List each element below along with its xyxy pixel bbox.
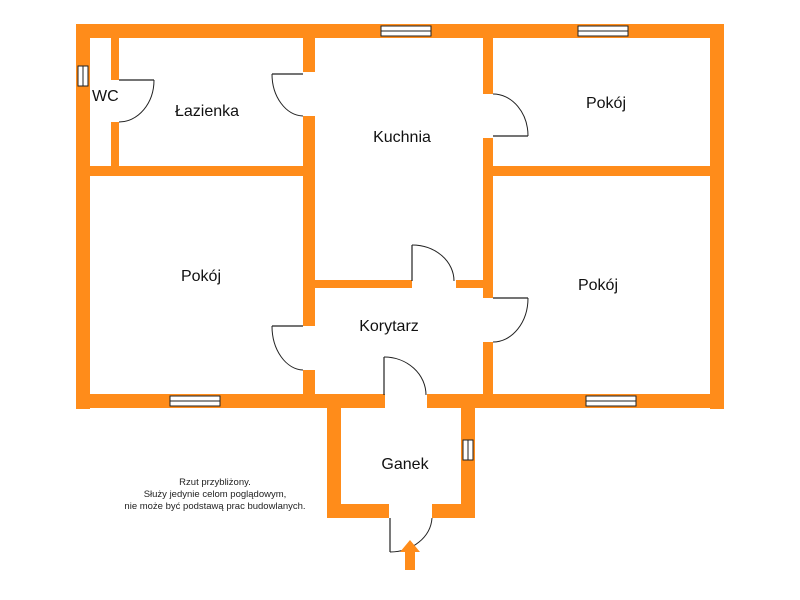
disclaimer-note: Rzut przybliżony. Służy jedynie celom po…: [90, 477, 340, 513]
door-right-room: [492, 297, 529, 343]
door-openings: [110, 72, 494, 370]
door-porch: [383, 356, 427, 396]
porch-walls: [327, 408, 475, 518]
porch-wall-right: [461, 408, 475, 518]
wall-bath-room-horizontal: [90, 166, 308, 176]
door-gap-right-room: [482, 298, 494, 342]
disclaimer-line-1: Rzut przybliżony.: [179, 477, 251, 488]
disclaimer-line-3: nie może być podstawą prac budowlanych.: [124, 501, 306, 512]
door-wc: [118, 79, 155, 123]
window-room-left-bottom: [169, 395, 221, 407]
door-entrance: [389, 517, 433, 553]
outer-walls: [76, 24, 724, 409]
label-kitchen: Kuchnia: [373, 129, 431, 146]
window-room-top-right: [577, 25, 629, 37]
wall-left-vertical: [303, 38, 315, 394]
door-bathroom: [271, 73, 304, 117]
interior-walls: [90, 38, 710, 394]
door-left-room: [271, 325, 304, 371]
door-kitchen: [411, 244, 455, 282]
wall-right: [710, 24, 724, 409]
label-room-top-right: Pokój: [586, 95, 626, 112]
label-bathroom: Łazienka: [175, 103, 239, 120]
entrance-arrow-icon: [400, 540, 420, 570]
label-porch: Ganek: [381, 456, 429, 473]
door-gap-left-room: [302, 326, 316, 370]
porch-wall-bottom-right: [432, 504, 475, 518]
label-room-right: Pokój: [578, 277, 618, 294]
door-gap-wc: [110, 80, 120, 122]
wall-left: [76, 24, 90, 409]
wall-kitchen-corridor: [315, 280, 483, 288]
wall-bottom-left: [76, 394, 385, 408]
label-corridor: Korytarz: [359, 318, 419, 335]
window-porch: [462, 439, 474, 461]
porch-wall-left: [327, 408, 341, 518]
porch-wall-bottom-left: [327, 504, 389, 518]
wall-bottom-right: [427, 394, 724, 408]
window-kitchen-top: [380, 25, 432, 37]
doors: [118, 73, 529, 553]
door-top-right-room: [492, 93, 529, 137]
wall-right-horizontal: [483, 166, 710, 176]
door-gap-top-right-room: [482, 94, 494, 138]
windows: [77, 25, 637, 461]
label-room-left: Pokój: [181, 268, 221, 285]
wall-right-vertical: [483, 38, 493, 394]
disclaimer-line-2: Służy jedynie celom poglądowym,: [143, 489, 287, 500]
room-labels: WC Łazienka Kuchnia Pokój Pokój Pokój Ko…: [92, 88, 626, 473]
window-room-right-bottom: [585, 395, 637, 407]
window-wc: [77, 65, 89, 87]
door-gap-bathroom: [302, 72, 316, 116]
door-gap-kitchen: [412, 279, 456, 289]
label-wc: WC: [92, 88, 119, 105]
